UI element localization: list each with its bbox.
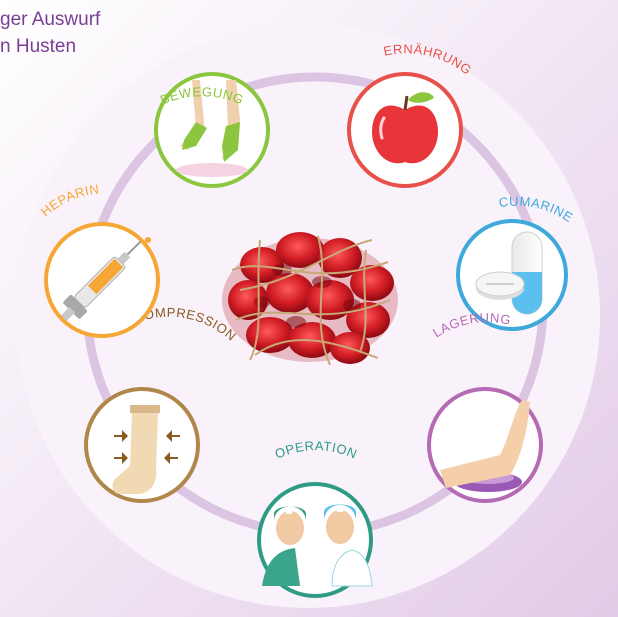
ernaehrung-node: ERNÄHRUNG — [349, 41, 475, 186]
operation-node: OPERATION — [259, 438, 372, 596]
heparin-node: HEPARIN — [38, 181, 158, 336]
heparin-label: HEPARIN — [38, 181, 100, 219]
ernaehrung-label: ERNÄHRUNG — [382, 41, 474, 77]
cumarine-node: CUMARINE — [458, 194, 576, 329]
lagerung-node: LAGERUNG — [429, 310, 541, 501]
bewegung-node: BEWEGUNG — [156, 74, 268, 186]
lagerung-label: LAGERUNG — [430, 310, 512, 340]
blood-clot-icon — [222, 232, 398, 365]
operation-label: OPERATION — [273, 438, 360, 462]
